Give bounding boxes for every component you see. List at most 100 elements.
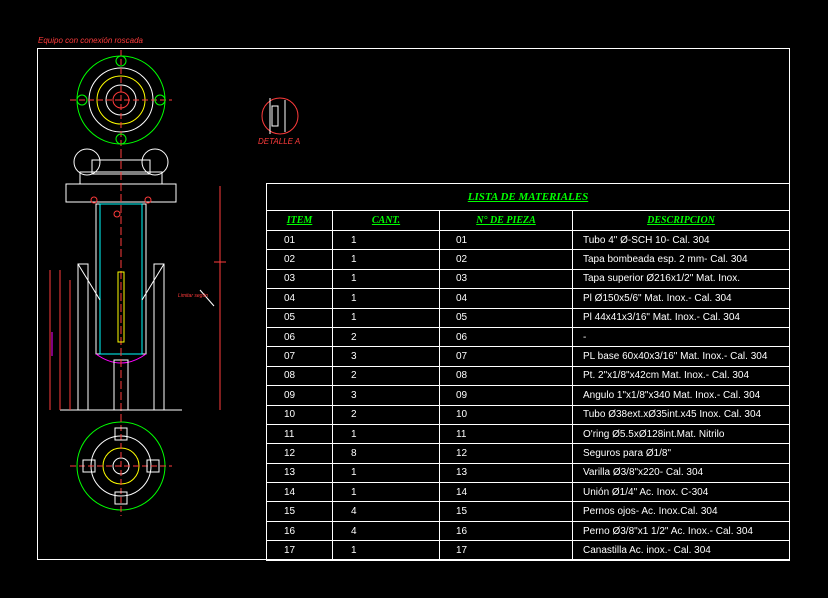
cell-cant: 1 [332, 423, 440, 445]
header-descripcion: DESCRIPCION [572, 210, 790, 231]
cell-cant: 1 [332, 288, 440, 309]
cell-cant: 2 [332, 404, 440, 425]
cell-desc: Tubo Ø38ext.xØ35int.x45 Inox. Cal. 304 [572, 404, 790, 425]
cell-pieza: 11 [439, 423, 573, 445]
cell-cant: 4 [332, 520, 440, 542]
cell-desc: Tapa bombeada esp. 2 mm- Cal. 304 [572, 249, 790, 270]
cell-item: 13 [266, 462, 333, 484]
cell-cant: 1 [332, 307, 440, 328]
cell-desc: Tapa superior Ø216x1/2" Mat. Inox. [572, 268, 790, 290]
cell-cant: 4 [332, 501, 440, 522]
cell-item: 05 [266, 307, 333, 328]
cell-item: 12 [266, 443, 333, 464]
cell-desc: Perno Ø3/8"x1 1/2" Ac. Inox.- Cal. 304 [572, 520, 790, 542]
elevation-view [49, 148, 226, 420]
cell-pieza: 05 [439, 307, 573, 328]
materials-title: LISTA DE MATERIALES [266, 183, 790, 211]
cell-item: 03 [266, 268, 333, 290]
cell-desc: Tubo 4" Ø-SCH 10- Cal. 304 [572, 229, 790, 251]
cell-item: 01 [266, 229, 333, 251]
cell-pieza: 10 [439, 404, 573, 425]
bottom-plan-view [70, 416, 172, 516]
cell-pieza: 17 [439, 540, 573, 561]
cell-pieza: 01 [439, 229, 573, 251]
cell-pieza: 04 [439, 288, 573, 309]
cell-desc: Pl Ø150x5/6" Mat. Inox.- Cal. 304 [572, 288, 790, 309]
top-plan-view [70, 50, 172, 150]
header-item: ITEM [266, 210, 333, 231]
cell-cant: 8 [332, 443, 440, 464]
cell-desc: Pl 44x41x3/16" Mat. Inox.- Cal. 304 [572, 307, 790, 328]
detail-a [261, 97, 299, 135]
cell-item: 09 [266, 385, 333, 406]
cell-pieza: 12 [439, 443, 573, 464]
drawing-title: Equipo con conexión roscada [38, 36, 143, 45]
cell-pieza: 03 [439, 268, 573, 290]
header-pieza: N° DE PIEZA [439, 210, 573, 231]
cell-cant: 3 [332, 346, 440, 367]
cell-desc: O'ring Ø5.5xØ128int.Mat. Nitrilo [572, 423, 790, 445]
materials-header-row: ITEM CANT. N° DE PIEZA DESCRIPCION [266, 210, 790, 231]
cell-item: 15 [266, 501, 333, 522]
cell-desc: PL base 60x40x3/16" Mat. Inox.- Cal. 304 [572, 346, 790, 367]
cell-desc: Pernos ojos- Ac. Inox.Cal. 304 [572, 501, 790, 522]
cell-pieza: 15 [439, 501, 573, 522]
cell-cant: 2 [332, 326, 440, 348]
cell-cant: 3 [332, 385, 440, 406]
cell-cant: 1 [332, 268, 440, 290]
cell-item: 04 [266, 288, 333, 309]
cell-desc: Varilla Ø3/8"x220- Cal. 304 [572, 462, 790, 484]
cell-pieza: 06 [439, 326, 573, 348]
cell-pieza: 08 [439, 365, 573, 387]
cell-item: 07 [266, 346, 333, 367]
cell-desc: Seguros para Ø1/8" [572, 443, 790, 464]
cell-pieza: 13 [439, 462, 573, 484]
cell-desc: Angulo 1"x1/8"x340 Mat. Inox.- Cal. 304 [572, 385, 790, 406]
cell-cant: 1 [332, 462, 440, 484]
detail-label: DETALLE A [258, 137, 301, 146]
cell-item: 10 [266, 404, 333, 425]
cell-item: 08 [266, 365, 333, 387]
cell-item: 16 [266, 520, 333, 542]
cell-desc: Pt. 2"x1/8"x42cm Mat. Inox.- Cal. 304 [572, 365, 790, 387]
header-cant: CANT. [332, 210, 440, 231]
cell-pieza: 09 [439, 385, 573, 406]
cell-pieza: 16 [439, 520, 573, 542]
cell-pieza: 07 [439, 346, 573, 367]
cell-cant: 1 [332, 229, 440, 251]
cell-item: 17 [266, 540, 333, 561]
cell-item: 06 [266, 326, 333, 348]
cell-item: 11 [266, 423, 333, 445]
cell-desc: Unión Ø1/4" Ac. Inox. C-304 [572, 482, 790, 503]
cell-desc: - [572, 326, 790, 348]
cell-pieza: 14 [439, 482, 573, 503]
cell-cant: 1 [332, 249, 440, 270]
cell-cant: 1 [332, 482, 440, 503]
cell-cant: 2 [332, 365, 440, 387]
cell-desc: Canastilla Ac. inox.- Cal. 304 [572, 540, 790, 561]
cell-item: 02 [266, 249, 333, 270]
dimension-note: Limitar según [178, 293, 208, 299]
cell-pieza: 02 [439, 249, 573, 270]
cell-item: 14 [266, 482, 333, 503]
materials-table: LISTA DE MATERIALES ITEM CANT. N° DE PIE… [266, 183, 790, 561]
